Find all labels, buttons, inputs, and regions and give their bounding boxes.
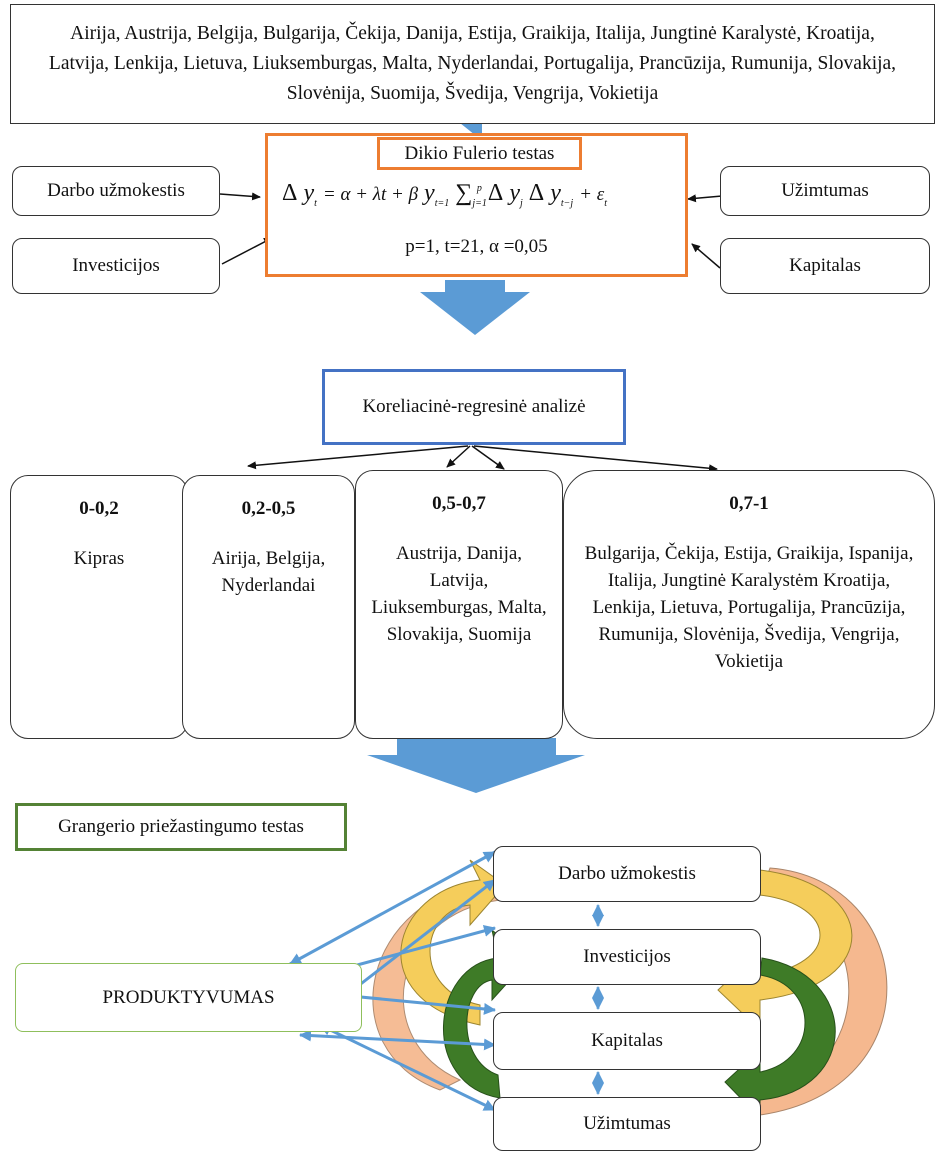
arrow-investicijos [221, 237, 273, 265]
factor-uzimtumas: Užimtumas [493, 1097, 761, 1151]
var-investicijos-label: Investicijos [72, 255, 160, 276]
arrow-kapitalas [691, 243, 721, 269]
factor-darbo-uzmokestis: Darbo užmokestis [493, 846, 761, 902]
factor-label: Investicijos [583, 946, 671, 967]
factor-label: Kapitalas [591, 1030, 663, 1051]
factor-investicijos: Investicijos [493, 929, 761, 985]
group-1: 0,2-0,5 Airija, Belgija, Nyderlandai [182, 475, 355, 739]
group-0: 0-0,2 Kipras [10, 475, 188, 739]
group-3: 0,7-1 Bulgarija, Čekija, Estija, Graikij… [563, 470, 935, 739]
group-range: 0,7-1 [729, 493, 769, 514]
dickey-fuller-box: Dikio Fulerio testas Δ yt = α + λt + β y… [265, 133, 688, 277]
factor-label: Užimtumas [583, 1113, 671, 1134]
flow-arrow-1 [460, 123, 482, 135]
group-range: 0,2-0,5 [241, 498, 296, 519]
productivity-label: PRODUKTYVUMAS [102, 986, 275, 1008]
var-investicijos: Investicijos [12, 238, 220, 294]
countries-box: Airija, Austrija, Belgija, Bulgarija, Če… [10, 4, 935, 124]
arrow-uzimtumas [687, 194, 723, 203]
arrow-darbo [219, 192, 261, 201]
flow-arrow-3 [367, 738, 585, 793]
var-kapitalas: Kapitalas [720, 238, 930, 294]
group-countries: Airija, Belgija, Nyderlandai [211, 548, 326, 596]
productivity-box: PRODUKTYVUMAS [15, 963, 362, 1032]
flow-arrow-2 [420, 280, 530, 335]
granger-title-box: Grangerio priežastingumo testas [15, 803, 347, 851]
granger-title: Grangerio priežastingumo testas [58, 816, 304, 837]
group-2: 0,5-0,7 Austrija, Danija, Latvija, Liuks… [355, 470, 563, 739]
countries-list: Airija, Austrija, Belgija, Bulgarija, Če… [48, 22, 897, 105]
dickey-fuller-params: p=1, t=21, α =0,05 [405, 236, 548, 257]
yellow-arc [717, 869, 853, 1032]
var-kapitalas-label: Kapitalas [789, 255, 861, 276]
factor-label: Darbo užmokestis [558, 863, 696, 884]
factor-kapitalas: Kapitalas [493, 1012, 761, 1070]
var-uzimtumas: Užimtumas [720, 166, 930, 216]
correlation-box: Koreliacinė-regresinė analizė [322, 369, 626, 445]
correlation-title: Koreliacinė-regresinė analizė [362, 396, 586, 417]
dickey-fuller-equation: Δ yt = α + λt + β yt=1 ∑j=1p Δ yj Δ yt−j… [282, 180, 607, 209]
group-countries: Austrija, Danija, Latvija, Liuksemburgas… [371, 543, 547, 645]
var-darbo-uzmokestis: Darbo užmokestis [12, 166, 220, 216]
var-uzimtumas-label: Užimtumas [781, 180, 869, 201]
var-darbo-label: Darbo užmokestis [47, 180, 185, 201]
group-countries: Bulgarija, Čekija, Estija, Graikija, Isp… [584, 543, 914, 672]
group-range: 0-0,2 [79, 498, 119, 519]
dickey-fuller-title-box: Dikio Fulerio testas [377, 137, 582, 170]
group-range: 0,5-0,7 [432, 493, 486, 514]
dickey-fuller-title: Dikio Fulerio testas [404, 142, 555, 164]
group-countries: Kipras [73, 548, 125, 569]
